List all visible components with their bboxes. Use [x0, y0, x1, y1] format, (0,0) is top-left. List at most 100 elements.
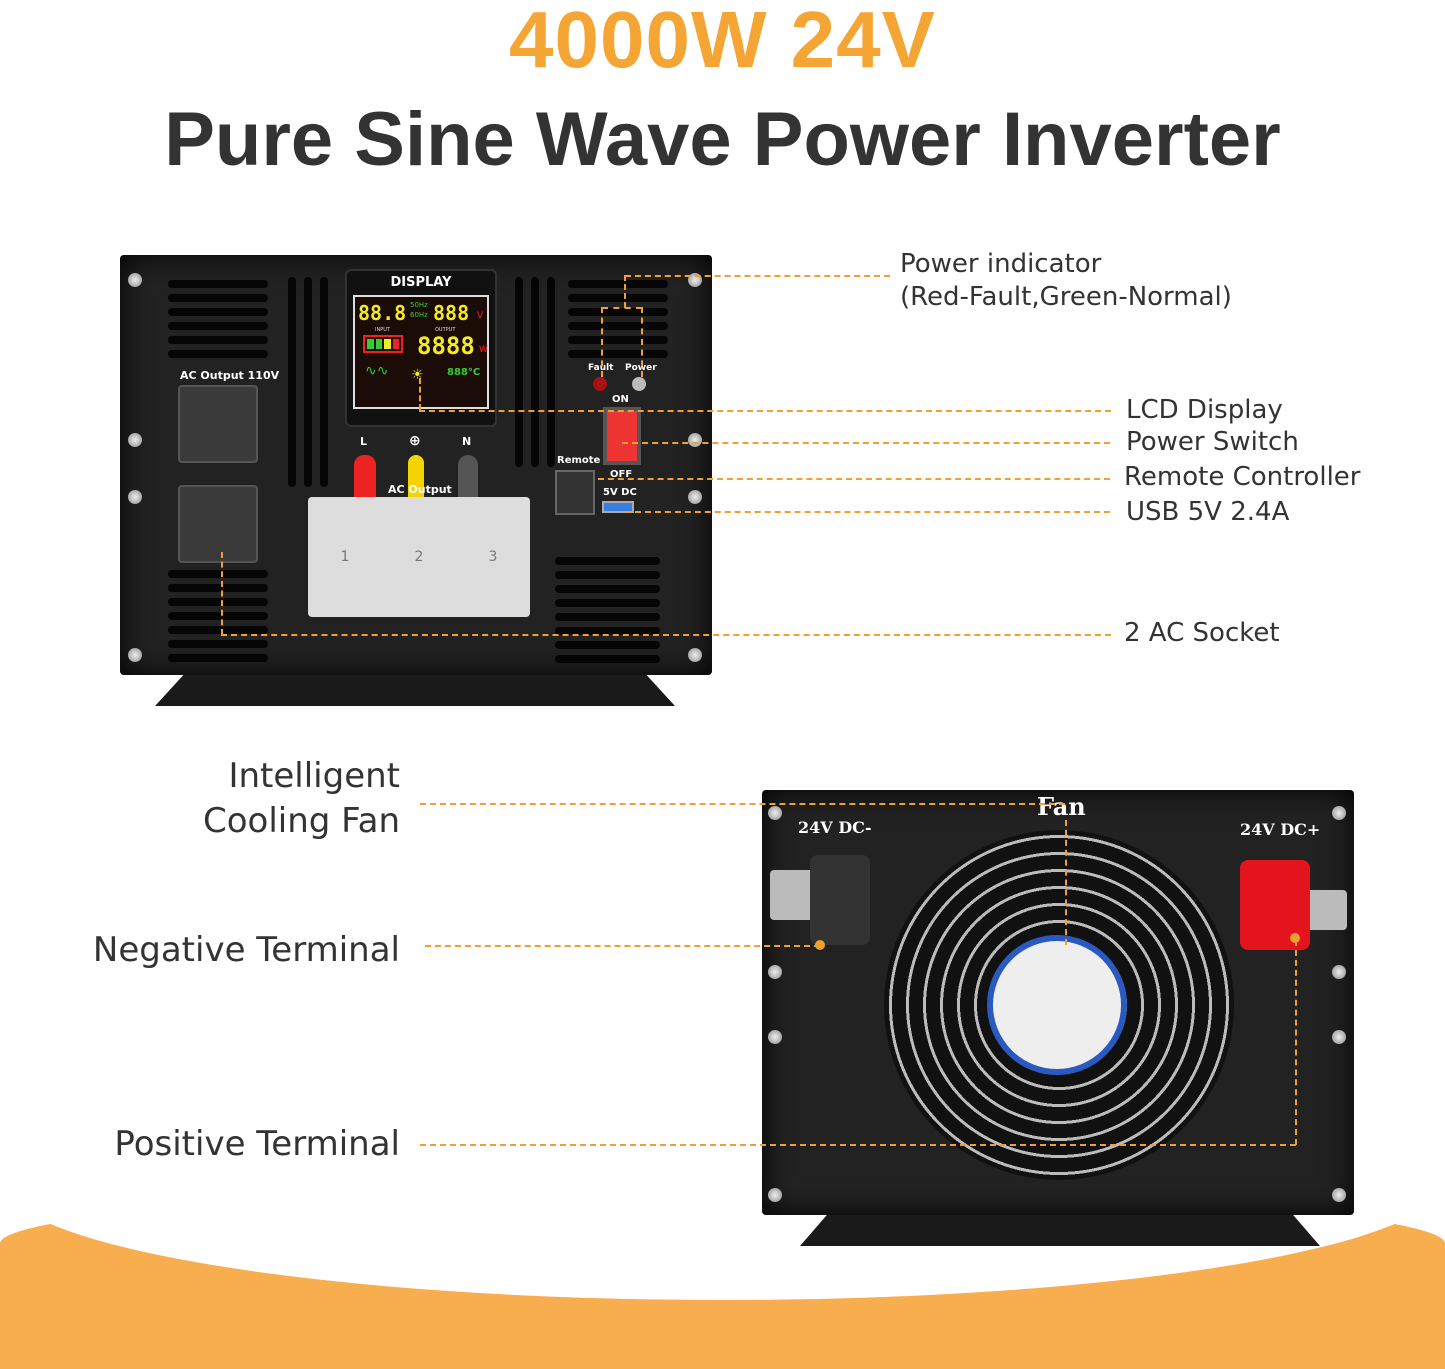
screw-icon — [768, 1188, 782, 1202]
usb-port[interactable] — [602, 501, 634, 513]
block-number: 1 — [340, 549, 350, 565]
screw-icon — [128, 433, 142, 447]
callout-line — [419, 410, 1111, 412]
callout-positive-terminal: Positive Terminal — [114, 1124, 400, 1164]
vent-slots — [168, 570, 268, 662]
screw-icon — [768, 1030, 782, 1044]
display-label: DISPLAY — [390, 275, 452, 290]
ac-outlet-bottom — [178, 485, 258, 563]
vent-slots — [168, 280, 268, 358]
lcd-volt-unit: V — [477, 311, 484, 321]
negative-callout-dot — [815, 940, 825, 950]
screw-icon — [1332, 1188, 1346, 1202]
screw-icon — [768, 806, 782, 820]
screw-icon — [128, 273, 142, 287]
block-number: 2 — [414, 549, 424, 565]
usb-label: 5V DC — [603, 487, 637, 498]
power-led — [632, 377, 646, 391]
positive-callout-dot — [1290, 933, 1300, 943]
fault-label: Fault — [588, 363, 614, 373]
terminal-block: 1 2 3 — [308, 497, 530, 617]
remote-port[interactable] — [555, 470, 595, 515]
screw-icon — [128, 490, 142, 504]
red-wire — [354, 455, 376, 505]
battery-icon — [363, 335, 403, 353]
screw-icon — [688, 433, 702, 447]
callout-ac-socket: 2 AC Socket — [1124, 618, 1280, 648]
callout-usb: USB 5V 2.4A — [1126, 497, 1290, 527]
vent-slots — [515, 277, 555, 467]
sun-icon: ☀ — [411, 367, 424, 383]
power-label: Power — [625, 363, 657, 373]
callout-line — [641, 307, 643, 377]
callout-line — [624, 275, 626, 308]
lcd-input-label: INPUT — [375, 327, 390, 333]
callout-fan-line2: Cooling Fan — [203, 801, 400, 841]
fan-hub-label — [987, 935, 1127, 1075]
front-panel: DISPLAY 88.8 50Hz 60Hz 888 V INPUT OUTPU… — [120, 255, 712, 675]
back-stand — [800, 1210, 1320, 1246]
screw-icon — [1332, 806, 1346, 820]
remote-label: Remote — [557, 455, 601, 466]
vent-slots — [568, 280, 668, 358]
back-panel: Fan 24V DC- 24V DC+ — [762, 790, 1354, 1215]
callout-line — [598, 478, 1110, 480]
callout-line — [425, 945, 820, 947]
display-module: DISPLAY 88.8 50Hz 60Hz 888 V INPUT OUTPU… — [345, 269, 497, 427]
title-model: 4000W 24V — [508, 0, 937, 84]
screw-icon — [688, 648, 702, 662]
callout-line — [420, 1144, 1296, 1146]
dc-positive-label: 24V DC+ — [1240, 820, 1321, 839]
vent-slots — [555, 557, 660, 663]
callout-power-indicator: Power indicator — [900, 249, 1102, 279]
callout-power-indicator-note: (Red-Fault,Green-Normal) — [900, 282, 1232, 312]
callout-fan-line1: Intelligent — [228, 756, 400, 796]
dc-negative-label: 24V DC- — [798, 818, 872, 837]
black-wire — [458, 455, 478, 505]
callout-line — [419, 378, 421, 410]
sine-wave-icon: ∿∿ — [365, 363, 389, 379]
terminal-label-n: N — [462, 435, 472, 448]
screw-icon — [128, 648, 142, 662]
yellow-wire — [408, 455, 424, 505]
block-number: 3 — [488, 549, 498, 565]
negative-terminal-cover — [810, 855, 870, 945]
callout-line — [601, 307, 603, 377]
callout-line — [221, 552, 223, 635]
callout-line — [622, 442, 1110, 444]
callout-line — [1065, 820, 1067, 945]
callout-negative-terminal: Negative Terminal — [92, 930, 400, 970]
on-label: ON — [612, 394, 629, 405]
ground-icon: ⊕ — [409, 433, 421, 449]
lcd-50hz: 50Hz — [410, 301, 428, 309]
ac-outlet-top — [178, 385, 258, 463]
lcd-output-label: OUTPUT — [435, 327, 456, 333]
screw-icon — [688, 490, 702, 504]
terminal-block-label: AC Output — [388, 483, 452, 496]
callout-line — [602, 307, 642, 309]
lcd-60hz: 60Hz — [410, 311, 428, 319]
callout-line — [1295, 940, 1297, 1145]
fault-led — [593, 377, 607, 391]
callout-line — [625, 275, 890, 277]
lcd-input-voltage: 88.8 — [358, 301, 407, 325]
callout-line — [221, 634, 1111, 636]
fan-label: Fan — [1037, 792, 1086, 821]
callout-line — [420, 803, 1065, 805]
power-switch[interactable] — [603, 407, 641, 465]
callout-power-switch: Power Switch — [1126, 427, 1299, 457]
screw-icon — [1332, 965, 1346, 979]
screw-icon — [1332, 1030, 1346, 1044]
ac-output-label: AC Output 110V — [180, 369, 280, 382]
screw-icon — [768, 965, 782, 979]
lcd-output-voltage: 888 — [433, 301, 470, 325]
off-label: OFF — [610, 469, 633, 480]
callout-line — [625, 511, 1110, 513]
front-stand — [155, 672, 675, 706]
terminal-label-l: L — [360, 435, 368, 448]
lcd-power-unit: W — [479, 345, 488, 355]
title-product: Pure Sine Wave Power Inverter — [164, 97, 1281, 182]
vent-slots — [288, 277, 328, 487]
lcd-power: 8888 — [417, 332, 475, 360]
callout-lcd-display: LCD Display — [1126, 395, 1283, 425]
